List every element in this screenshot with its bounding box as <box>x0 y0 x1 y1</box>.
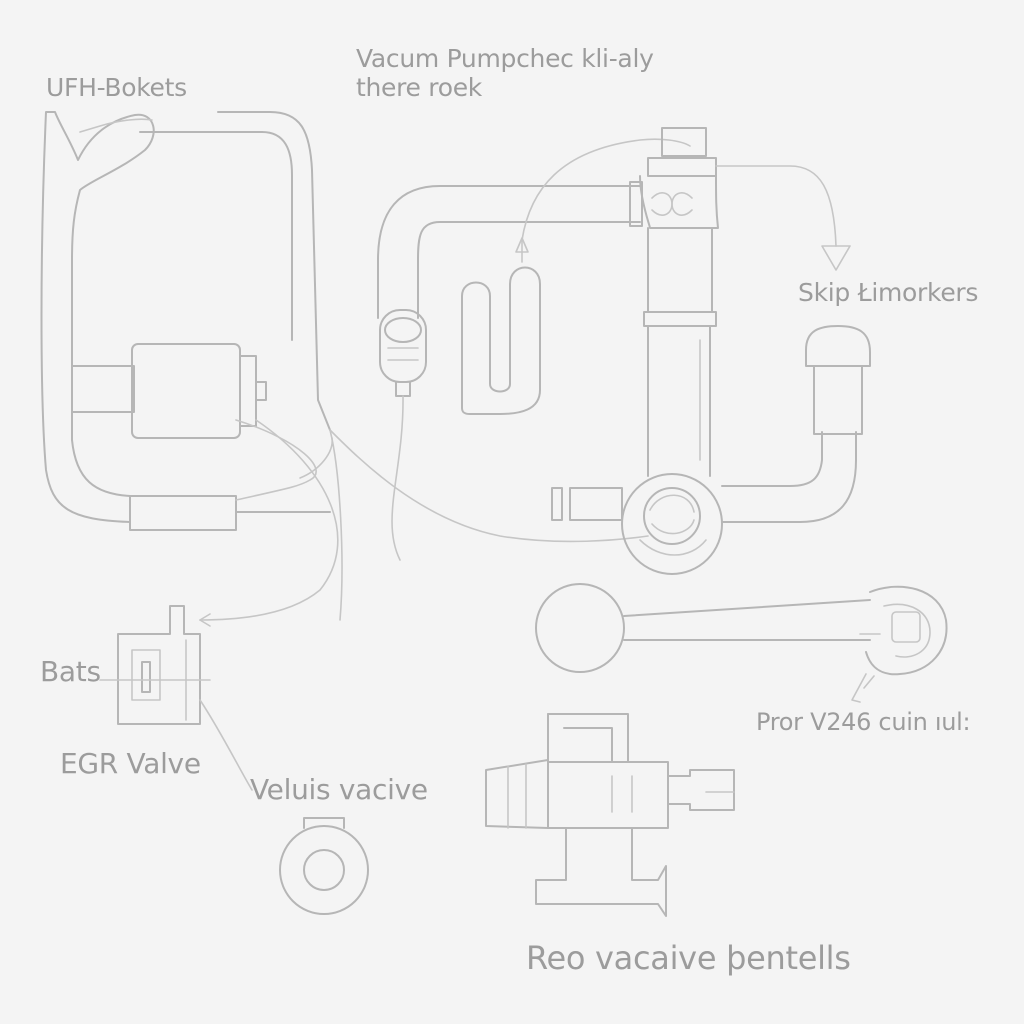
label-ufh-bokets: UFH-Bokets <box>46 73 187 102</box>
ring-washer <box>279 817 369 915</box>
label-skip-limorkers: Skip Łimorkers <box>798 278 979 307</box>
label-vacuum-pump-line1: Vacum Pumpchec kli-aly <box>356 44 654 73</box>
label-pror-v246: Pror V246 cuin ıul: <box>756 708 971 736</box>
cylinder-wires <box>199 419 649 627</box>
label-veluis-vacive: Veluis vacive <box>250 773 428 806</box>
bottom-valve-assembly <box>485 713 735 917</box>
round-gauge <box>551 431 857 575</box>
egr-valve-block <box>99 605 253 791</box>
label-reo-vacaive: Reo vacaive þentells <box>526 939 851 977</box>
pipe-coupling <box>379 309 427 561</box>
upper-vacuum-line <box>139 111 343 621</box>
u-tube <box>461 138 691 415</box>
label-bats: Bats <box>40 655 101 688</box>
skip-arrow <box>715 165 851 271</box>
label-vacuum-pump-line2: there roek <box>356 73 482 102</box>
left-housing-frame <box>40 111 331 531</box>
right-plug <box>805 325 871 435</box>
left-cylinder <box>71 343 267 441</box>
label-egr-valve: EGR Valve <box>60 747 201 780</box>
horizontal-pipe <box>377 181 643 319</box>
lever-rod <box>535 583 948 703</box>
vertical-valve-column <box>639 127 719 477</box>
